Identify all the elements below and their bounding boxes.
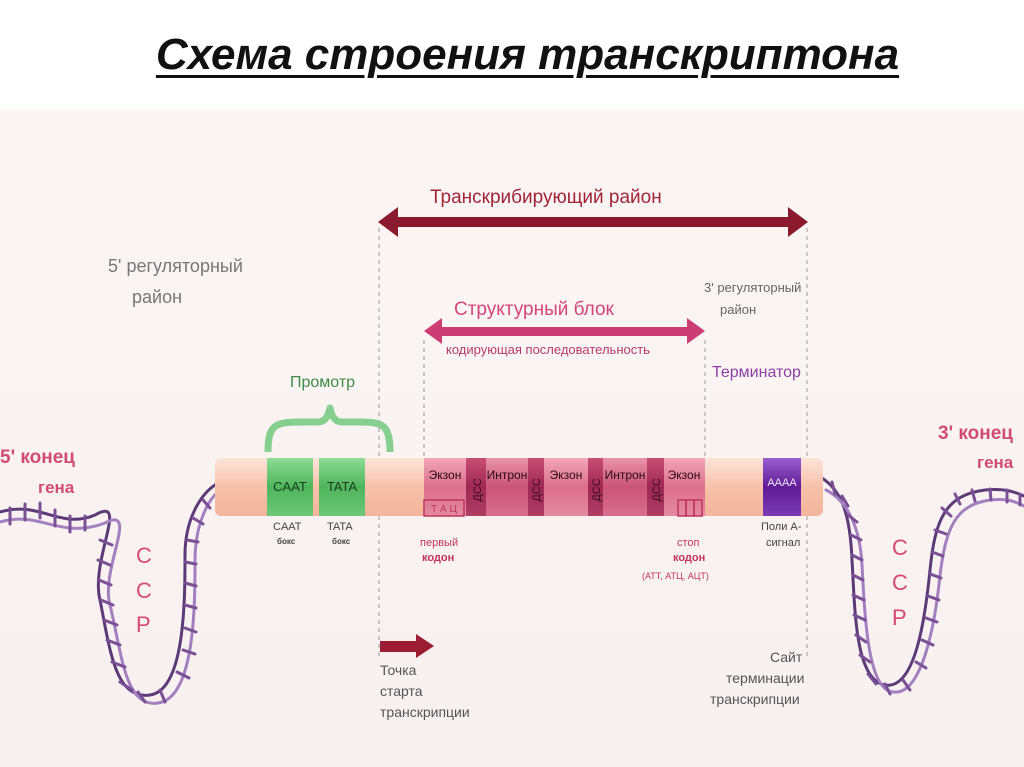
transcription-start-label-line3: транскрипции [380,704,470,720]
transcription-start-label-line2: старта [380,683,423,699]
ssr-right-3: Р [892,605,907,631]
poly-a-label: AAAA [767,477,797,489]
poly-a-signal-caption-line1: Поли А- [761,521,801,533]
dss-3-label: ДСС [591,478,603,501]
first-codon-caption-line2: кодон [422,552,454,564]
ssr-left-2: С [136,578,152,604]
ssr-left-1: С [136,543,152,569]
dna-helix-left [0,485,218,703]
dss-4-label: ДСС [651,478,663,501]
gene-3-end-label-line1: 3' конец [938,423,1013,445]
tata-box-caption-line2: бокс [332,537,350,546]
dna-helix-right [822,478,1024,694]
gene-5-end-label-line1: 5' конец [0,447,75,469]
coding-sequence-label: кодирующая последовательность [446,342,650,357]
dss-1-label: ДСС [472,478,484,501]
exon-2-label: Экзон [550,468,583,482]
regulatory-5-label-line1: 5' регуляторный [108,256,243,277]
tata-box-caption-line1: TATA [327,521,353,533]
intron-2-label: Интрон [605,468,646,482]
termination-site-label-line2: терминации [726,670,804,686]
terminator-label: Терминатор [712,364,801,382]
promoter-brace [268,408,390,452]
intron-1-label: Интрон [487,468,528,482]
structural-block-arrow [424,318,705,344]
stop-codon-caption-line3: (АТТ, АТЦ, АЦТ) [642,571,709,581]
stop-codon-caption-line2: кодон [673,552,705,564]
poly-a-signal-caption-line2: сигнал [766,537,800,549]
transcribed-region-arrow [378,207,808,237]
regulatory-5-label-line2: район [132,287,182,308]
regulatory-3-label-line1: 3' регуляторный [704,280,801,295]
exon-3 [664,458,705,516]
ssr-right-2: С [892,570,908,596]
caat-label: CAAT [273,479,307,494]
tata-label: TATA [327,479,358,494]
first-codon-caption-line1: первый [420,537,458,549]
intron-2 [603,458,647,516]
exon-2 [544,458,588,516]
transcription-start-label-line1: Точка [380,662,416,678]
gene-3-end-label-line2: гена [977,453,1013,473]
termination-site-label-line3: транскрипции [710,691,800,707]
structural-block-label: Структурный блок [454,299,614,321]
exon-1-label: Экзон [429,468,462,482]
transcription-start-arrow [380,634,434,658]
caat-box-caption-line1: CAAT [273,521,302,533]
termination-site-label-line1: Сайт [770,649,802,665]
exon-3-label: Экзон [668,468,701,482]
transcribed-region-label: Транскрибирующий район [430,187,662,209]
stop-codon-caption-line1: стоп [677,537,700,549]
ssr-left-3: Р [136,612,151,638]
caat-box-caption-line2: бокс [277,537,295,546]
ssr-right-1: С [892,535,908,561]
dss-2-label: ДСС [531,478,543,501]
tac-label: Т А Ц [431,504,457,515]
gene-5-end-label-line2: гена [38,478,74,498]
regulatory-3-label-line2: район [720,302,756,317]
promoter-label: Промотр [290,374,355,392]
intron-1 [486,458,528,516]
